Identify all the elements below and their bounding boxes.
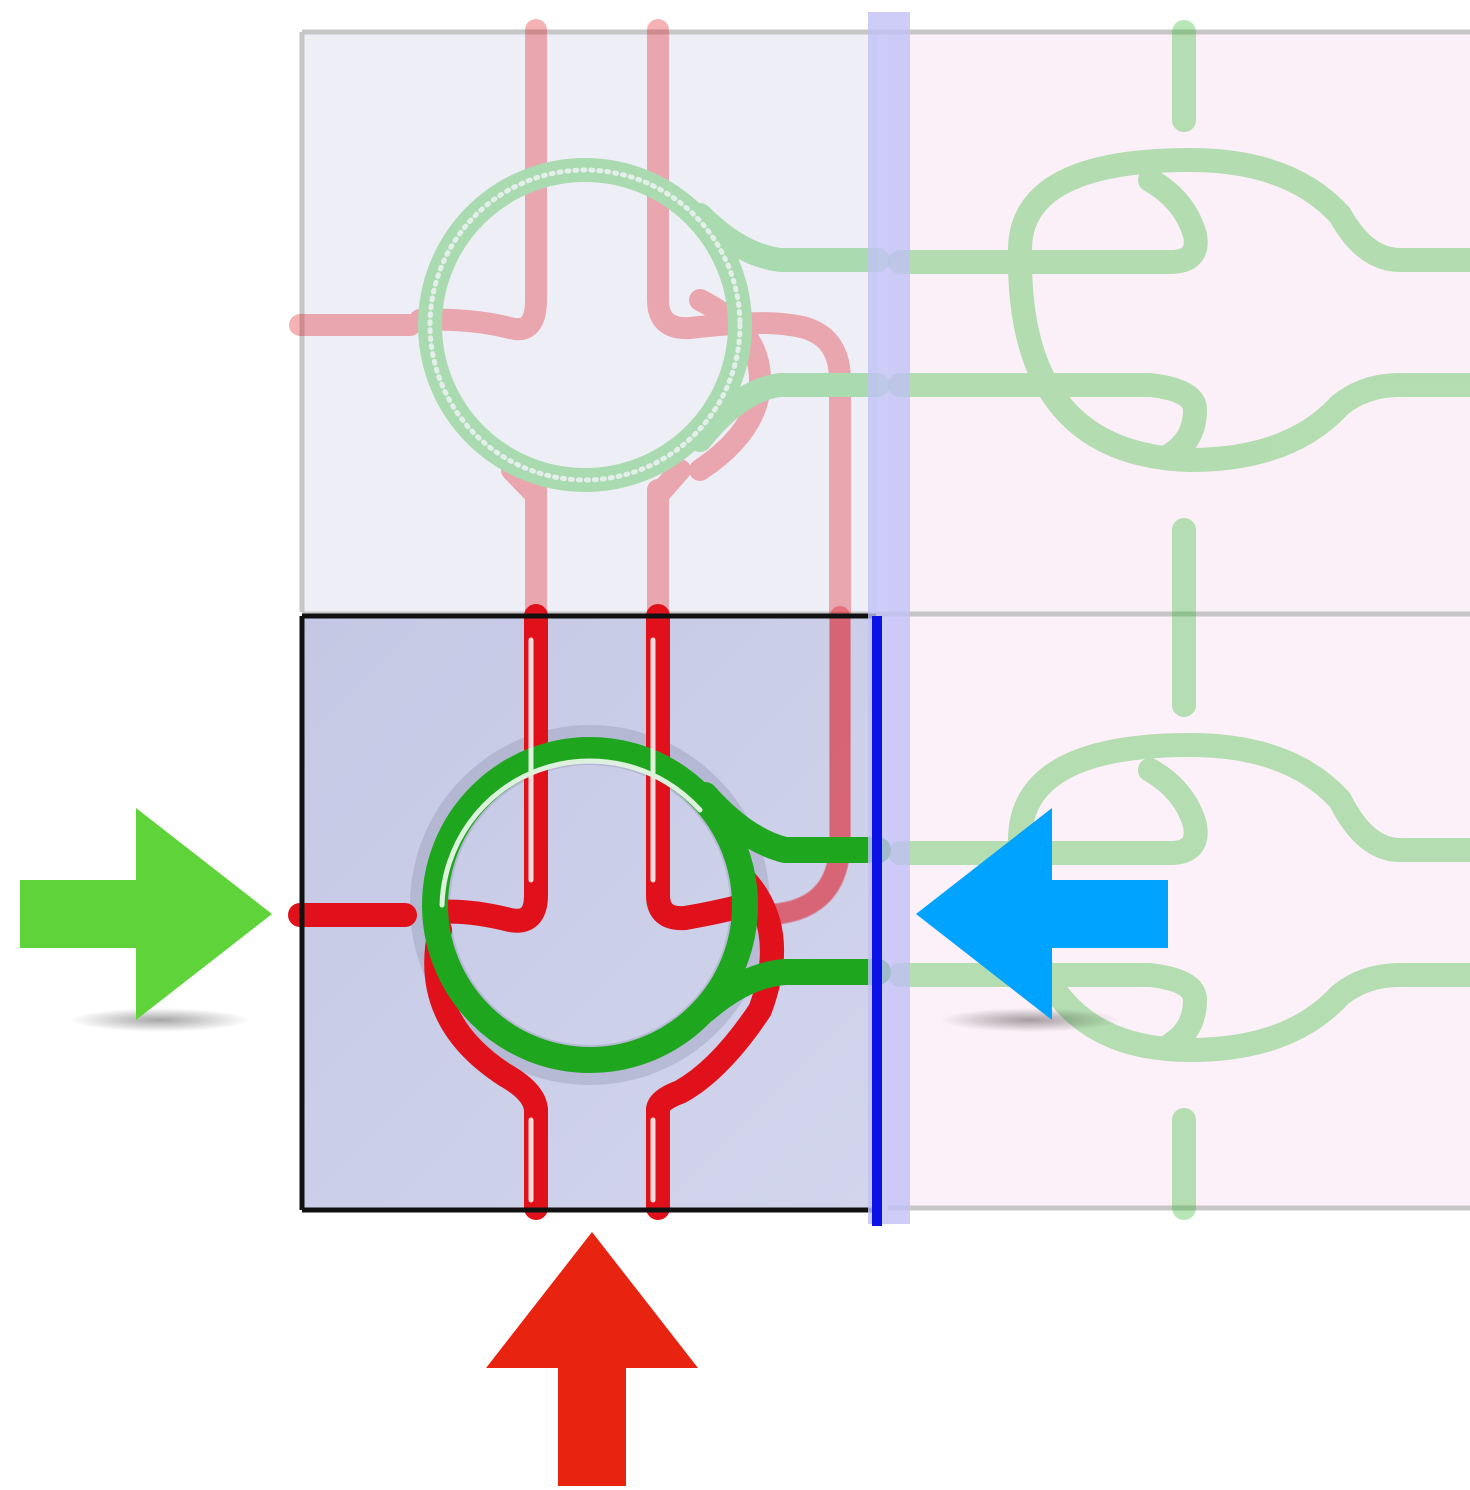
- top-left-tile-tubes: [289, 19, 890, 926]
- tile-top-right: [888, 32, 1470, 612]
- bottom-left-tile-tubes: [288, 604, 891, 1220]
- red-arrow: [486, 1232, 698, 1486]
- red-strand: [288, 604, 784, 1220]
- green-arrow: [20, 808, 272, 1020]
- divider-active: [872, 616, 882, 1226]
- tile-top-left: [302, 32, 878, 612]
- blue-arrow: [916, 808, 1168, 1020]
- active-tile-border: [299, 613, 876, 1213]
- green-strand: [422, 737, 891, 1073]
